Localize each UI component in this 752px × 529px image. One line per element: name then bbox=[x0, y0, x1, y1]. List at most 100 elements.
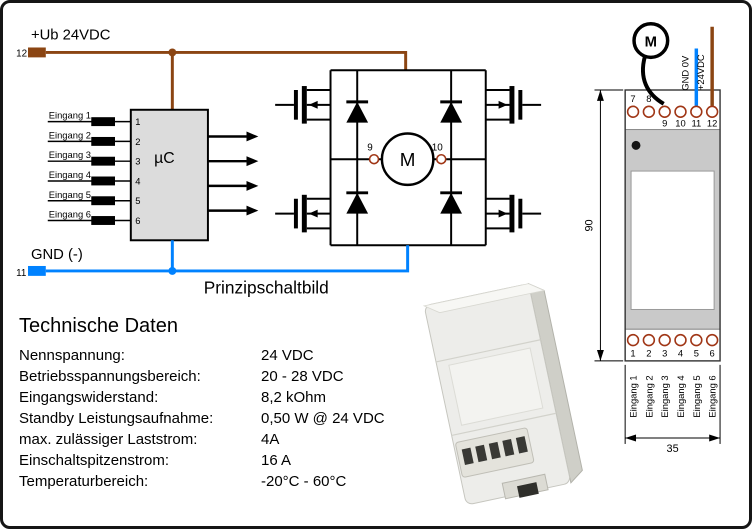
terminal-screw bbox=[658, 105, 671, 118]
input-row: Eingang 5 5 bbox=[47, 189, 140, 206]
input-row: Eingang 1 1 bbox=[47, 110, 140, 127]
diode-triangle bbox=[346, 192, 369, 214]
terminal-screw bbox=[690, 105, 703, 118]
arrowhead-icon bbox=[625, 434, 637, 442]
terminal-screw bbox=[705, 333, 719, 347]
mcu-pin-number: 5 bbox=[135, 195, 140, 206]
spec-label: Nennspannung: bbox=[19, 347, 125, 364]
terminal-number: 10 bbox=[675, 118, 685, 129]
mosfet-channel-bar bbox=[509, 86, 515, 124]
input-label: Eingang 6 bbox=[49, 209, 91, 220]
spec-value: 16 A bbox=[261, 452, 292, 469]
terminal-number: 2 bbox=[646, 347, 651, 358]
spec-row: Nennspannung: 24 VDC bbox=[19, 345, 439, 366]
photo-terminal-hole bbox=[488, 441, 501, 460]
input-resistor bbox=[91, 216, 115, 225]
input-label: Eingang 5 bbox=[49, 189, 91, 200]
spec-value: 8,2 kOhm bbox=[261, 389, 327, 406]
spec-label: max. zulässiger Laststrom: bbox=[19, 431, 198, 448]
photo-terminal-hole bbox=[502, 438, 515, 457]
arrowhead-icon bbox=[246, 205, 259, 216]
input-label: Eingang 4 bbox=[675, 375, 686, 417]
spec-label: Einschaltspitzenstrom: bbox=[19, 452, 170, 469]
terminal-number: 4 bbox=[678, 347, 683, 358]
spec-label: Standby Leistungsaufnahme: bbox=[19, 410, 214, 427]
terminal-number: 8 bbox=[646, 93, 651, 104]
diode-triangle bbox=[440, 192, 463, 214]
input-label: Eingang 1 bbox=[628, 375, 639, 417]
height-dim-label: 90 bbox=[584, 219, 596, 231]
mosfet-gate-bar bbox=[293, 198, 298, 229]
motor-terminal-left-ring bbox=[368, 153, 380, 165]
mosfet-arrow-icon bbox=[308, 100, 318, 109]
technical-data-title: Technische Daten bbox=[19, 315, 178, 337]
mcu-pin-number: 6 bbox=[135, 215, 140, 226]
gnd-wire bbox=[45, 245, 410, 273]
input-label: Eingang 1 bbox=[49, 110, 91, 121]
h-bridge: M 9 10 bbox=[275, 69, 542, 247]
mcu-pin-number: 1 bbox=[135, 116, 140, 127]
motor-label: M bbox=[645, 35, 657, 51]
input-row: Eingang 2 2 bbox=[47, 129, 140, 147]
spec-row: max. zulässiger Laststrom: 4A bbox=[19, 429, 439, 450]
input-label: Eingang 5 bbox=[691, 375, 702, 417]
spec-value: 24 VDC bbox=[261, 347, 314, 364]
photo-terminal-hole bbox=[475, 444, 488, 463]
mosfet-arrow-icon bbox=[498, 209, 508, 218]
diode-bottom-right bbox=[440, 159, 463, 246]
arrowhead-icon bbox=[246, 180, 259, 191]
terminal-number: 6 bbox=[710, 347, 715, 358]
technical-data-section: Technische Daten Nennspannung: 24 VDC Be… bbox=[19, 315, 439, 492]
input-resistor bbox=[91, 176, 115, 186]
terminal-number: 5 bbox=[694, 347, 699, 358]
spec-value: 0,50 W @ 24 VDC bbox=[261, 410, 385, 427]
motor-label: M bbox=[400, 149, 416, 170]
input-row: Eingang 4 4 bbox=[47, 169, 140, 186]
supply-terminal-block bbox=[27, 47, 46, 58]
spec-value: 4A bbox=[261, 431, 280, 448]
diode-triangle bbox=[440, 101, 463, 123]
supply-wire bbox=[45, 50, 408, 71]
spec-label: Eingangswiderstand: bbox=[19, 389, 159, 406]
terminal-screw bbox=[674, 105, 687, 118]
gnd-junction-dot bbox=[168, 266, 177, 275]
terminal-screw bbox=[705, 105, 719, 118]
module-bottom-terminal-block bbox=[624, 328, 721, 362]
diode-triangle bbox=[346, 101, 369, 123]
terminal-number: 12 bbox=[707, 118, 717, 129]
input-resistor bbox=[91, 196, 115, 206]
module-top-terminal-block bbox=[624, 89, 721, 131]
spec-value: -20°C - 60°C bbox=[261, 473, 347, 490]
input-row: Eingang 6 6 bbox=[47, 209, 140, 226]
motor-circle bbox=[632, 22, 670, 60]
mcu-pin-number: 2 bbox=[135, 136, 140, 147]
schematic: +Ub 24VDC 12 µC Eingang 1 1 Eingang 2 2 … bbox=[16, 28, 542, 298]
mcu-label: µC bbox=[154, 150, 175, 167]
diode-top-left bbox=[346, 70, 369, 160]
mosfet-top-left bbox=[275, 86, 331, 124]
terminal-number: 3 bbox=[662, 347, 667, 358]
spec-row: Eingangswiderstand: 8,2 kOhm bbox=[19, 387, 439, 408]
arrowhead-icon bbox=[246, 131, 259, 142]
spec-row: Betriebsspannungsbereich: 20 - 28 VDC bbox=[19, 366, 439, 387]
gnd-wire-label: GND 0V bbox=[679, 55, 690, 91]
gnd-label: GND (-) bbox=[31, 247, 83, 263]
input-label: Eingang 3 bbox=[659, 375, 670, 417]
dimension-drawing: M 7 8 9 10 11 12 GND 0V +24VDC 1 2 3 4 5… bbox=[584, 22, 721, 455]
mosfet-bottom-right bbox=[485, 194, 542, 233]
schematic-caption: Prinzipschaltbild bbox=[204, 278, 329, 298]
mcu-pin-number: 3 bbox=[135, 156, 140, 167]
spec-label: Temperaturbereich: bbox=[19, 473, 149, 490]
mosfet-arrow-icon bbox=[498, 100, 508, 109]
mosfet-arrow-icon bbox=[308, 209, 318, 218]
supply-junction-dot bbox=[168, 48, 177, 57]
mosfet-bottom-left bbox=[275, 194, 331, 233]
motor-wire bbox=[641, 55, 665, 106]
mosfet-channel-bar bbox=[301, 86, 307, 124]
spec-row: Temperaturbereich: -20°C - 60°C bbox=[19, 471, 439, 492]
input-label: Eingang 2 bbox=[49, 129, 91, 140]
mosfet-gate-bar bbox=[518, 198, 523, 229]
mosfet-gate-bar bbox=[518, 90, 523, 120]
width-dim-label: 35 bbox=[667, 443, 679, 455]
